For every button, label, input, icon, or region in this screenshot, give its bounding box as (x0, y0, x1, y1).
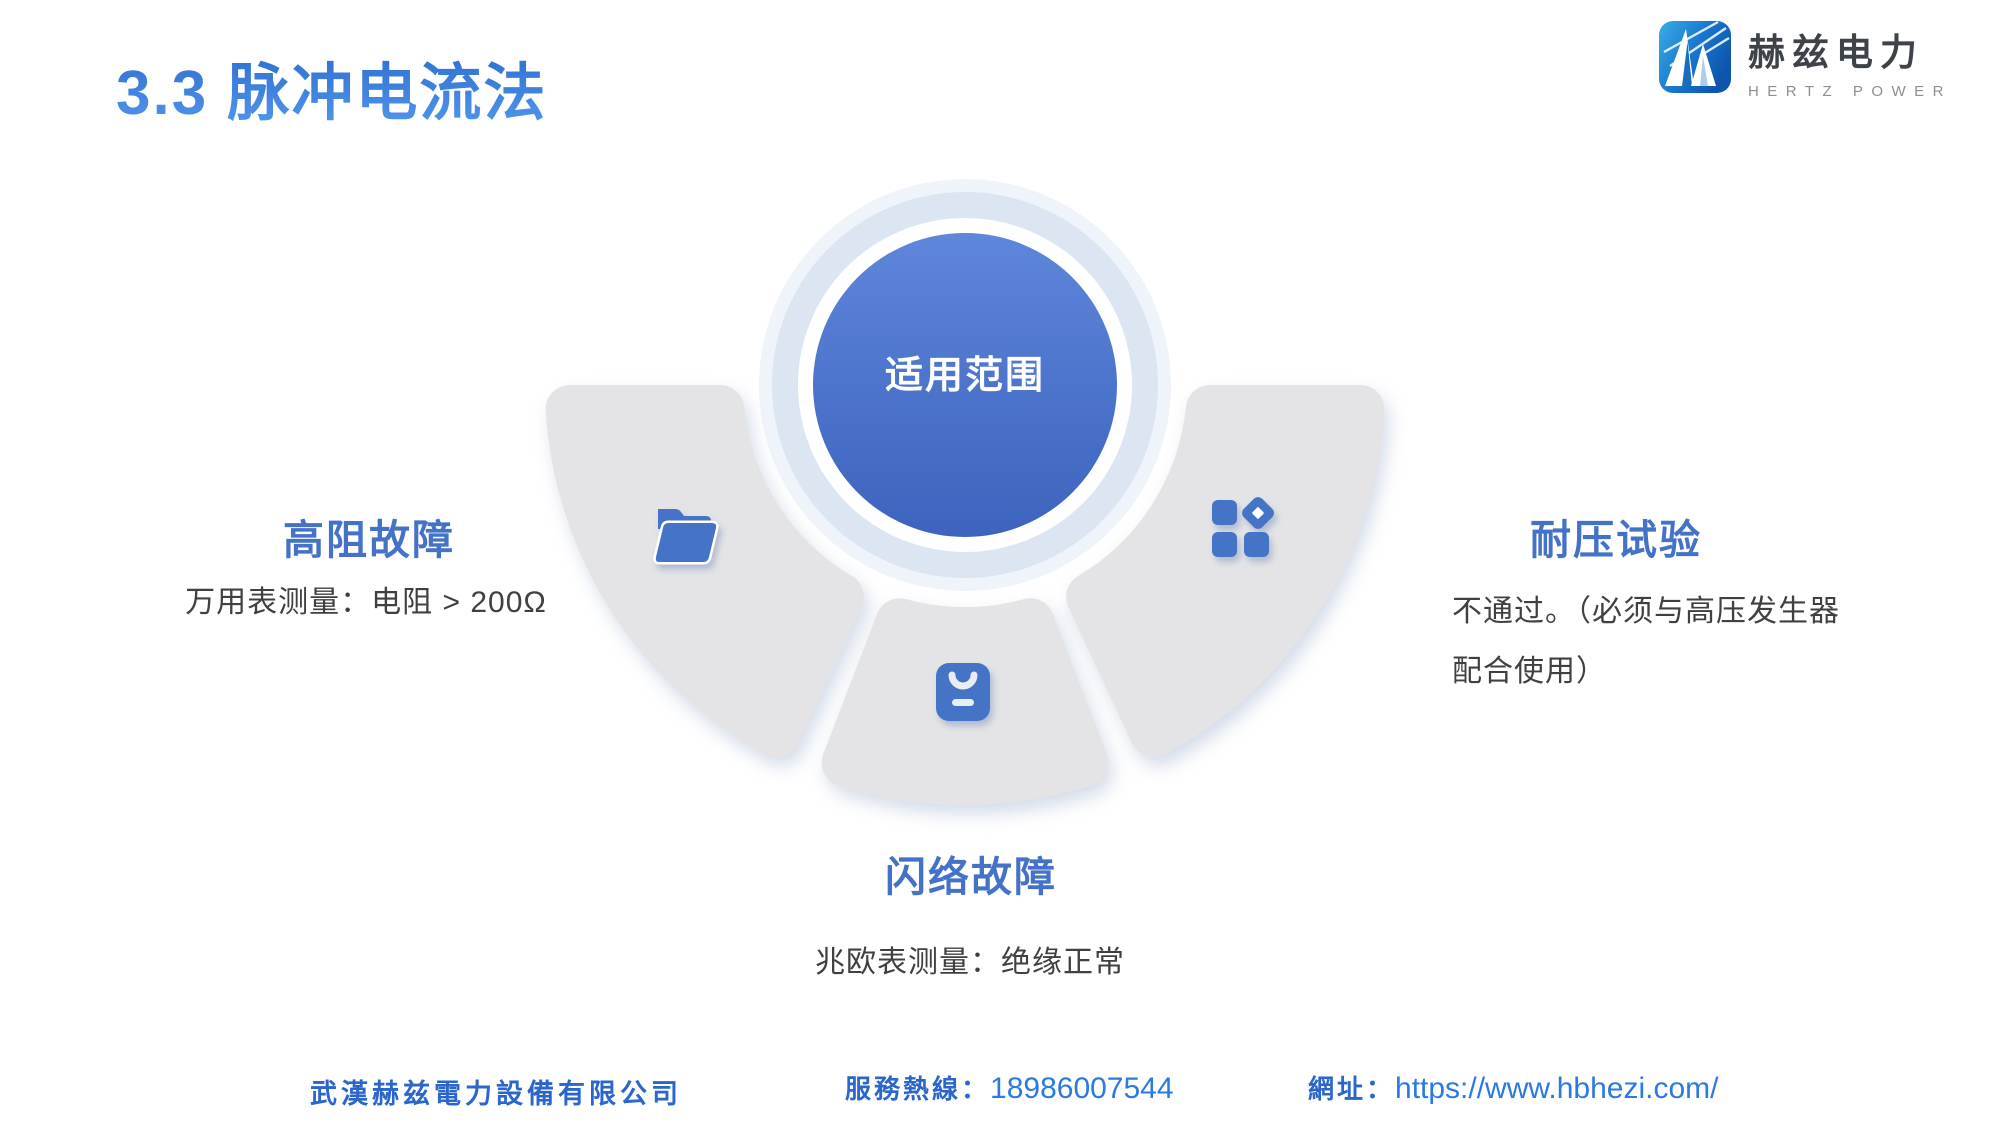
hertz-mountain-logo-icon (1658, 20, 1731, 93)
badge-card-icon (936, 663, 990, 721)
item-heading-bottom: 闪络故障 (885, 854, 1057, 900)
item-heading-left: 高阻故障 (283, 517, 455, 563)
arc-segment-left (545, 385, 864, 758)
item-description-bottom: 兆欧表测量：绝缘正常 (815, 946, 1125, 979)
center-circle (759, 179, 1171, 591)
brand-name-cn: 赫兹电力 (1747, 32, 1924, 73)
footer-hotline: 服務熱線：18986007544 (845, 1069, 1174, 1106)
grid-blocks-icon (1212, 497, 1274, 557)
item-description-right: 不通过。（必须与高压发生器配合使用） (1452, 595, 1840, 688)
center-circle-label: 适用范围 (884, 355, 1046, 397)
website-url[interactable]: https://www.hbhezi.com/ (1395, 1072, 1719, 1105)
item-description-left: 万用表测量：电阻 > 200Ω (185, 586, 547, 619)
footer-company-name: 武漢赫兹電力設備有限公司 (310, 1079, 682, 1109)
item-heading-right: 耐压试验 (1530, 517, 1702, 563)
footer-website: 網址：https://www.hbhezi.com/ (1308, 1069, 1718, 1106)
arc-segment-right (1066, 385, 1385, 758)
folder-open-icon (653, 509, 719, 565)
website-label: 網址： (1308, 1075, 1396, 1104)
hotline-number: 18986007544 (990, 1072, 1174, 1105)
page-title: 3.3 脉冲电流法 (116, 42, 547, 132)
brand-text: 赫兹电力 HERTZ POWER (1748, 20, 1952, 100)
brand-name-en: HERTZ POWER (1747, 83, 1952, 100)
brand-logo: 赫兹电力 HERTZ POWER (1658, 20, 1952, 100)
hotline-label: 服務熱線： (845, 1075, 991, 1104)
